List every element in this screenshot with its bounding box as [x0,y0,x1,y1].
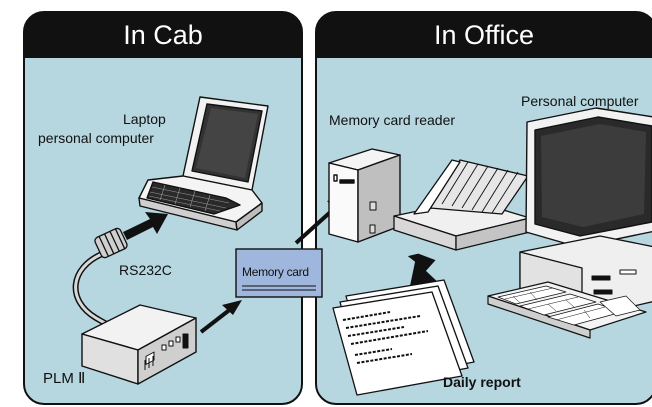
memory-card-label: Memory card [242,265,309,279]
laptop-label-line1: Laptop [123,111,166,127]
memory-card-reader-label: Memory card reader [329,112,456,128]
rs232c-connector [94,227,128,259]
in-office-header-bar [316,12,652,58]
laptop-label-line2: personal computer [38,130,154,146]
arrow-to-daily-report [407,253,439,291]
in-cab-header-bar [24,12,302,58]
memory-card [235,248,323,298]
in-office-title: In Office [433,20,535,50]
in-cab-title: In Cab [123,20,203,50]
laptop-illustration [138,96,269,231]
daily-report-label: Daily report [443,374,521,390]
arrow-to-memory-card [199,300,242,334]
monitor [525,107,652,255]
plm-device [81,304,197,385]
daily-report-pages [332,279,475,396]
rs232c-label: RS232C [119,262,172,278]
plm-label: PLM Ⅱ [43,370,86,387]
keyboard [487,281,647,339]
arrow-to-laptop [123,212,168,240]
memory-card-reader [328,148,401,243]
personal-computer-label: Personal computer [521,93,639,109]
